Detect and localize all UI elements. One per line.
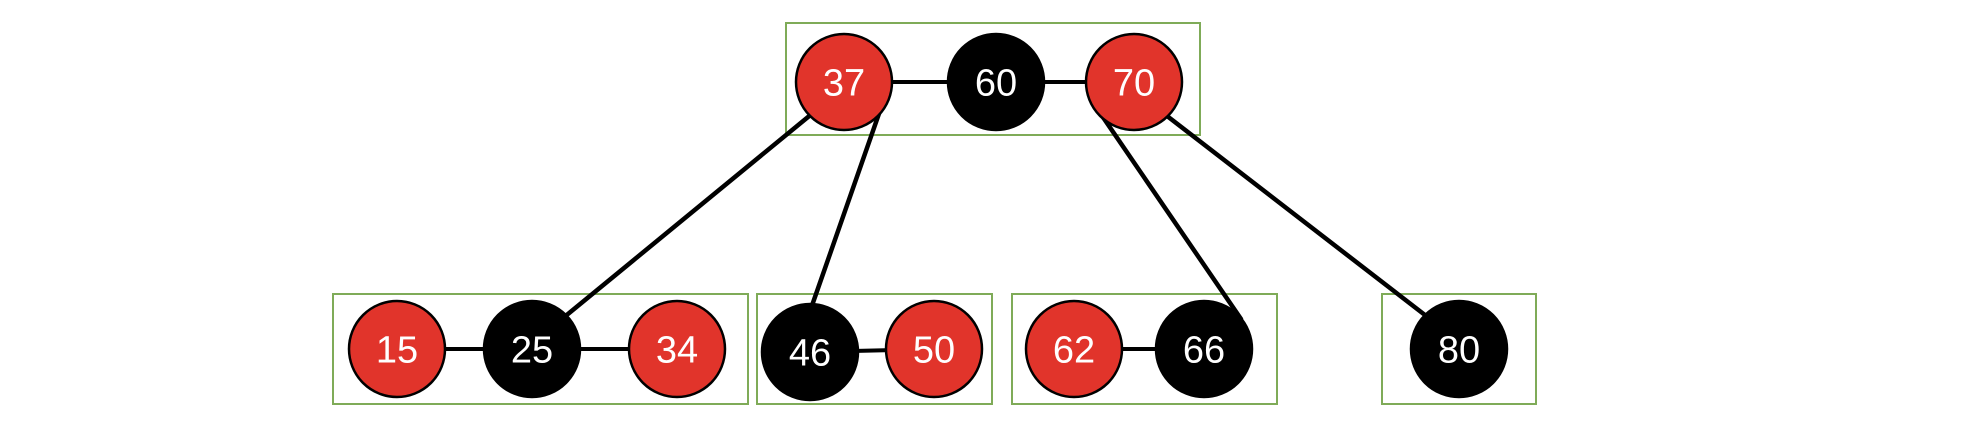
tree-node-70	[1084, 32, 1184, 132]
node-label-15: 15	[376, 329, 418, 371]
node-label-60: 60	[975, 62, 1017, 104]
node-label-34: 34	[656, 329, 698, 371]
group-box-child-1	[332, 293, 749, 405]
tree-edge-70-66	[1093, 104, 1244, 322]
tree-node-46	[760, 302, 860, 402]
node-label-37: 37	[823, 62, 865, 104]
tree-node-37	[794, 32, 894, 132]
tree-edge-70-80	[1155, 106, 1437, 325]
node-label-46: 46	[789, 332, 831, 374]
node-label-66: 66	[1183, 329, 1225, 371]
tree-node-62	[1024, 299, 1124, 399]
group-box-child-4	[1381, 293, 1537, 405]
node-label-62: 62	[1053, 329, 1095, 371]
tree-node-34	[627, 299, 727, 399]
group-box-root	[785, 22, 1201, 136]
tree-node-80	[1409, 299, 1509, 399]
node-label-70: 70	[1113, 62, 1155, 104]
group-box-child-3	[1011, 293, 1278, 405]
tree-node-25	[482, 299, 582, 399]
tree-edge-37-25	[554, 105, 822, 326]
tree-node-66	[1154, 299, 1254, 399]
tree-node-15	[347, 299, 447, 399]
node-label-80: 80	[1438, 329, 1480, 371]
tree-edge-37-46	[805, 102, 885, 320]
group-box-child-2	[756, 293, 993, 405]
tree-node-60	[946, 32, 1046, 132]
node-label-50: 50	[913, 329, 955, 371]
node-label-25: 25	[511, 329, 553, 371]
tree-node-50	[884, 299, 984, 399]
